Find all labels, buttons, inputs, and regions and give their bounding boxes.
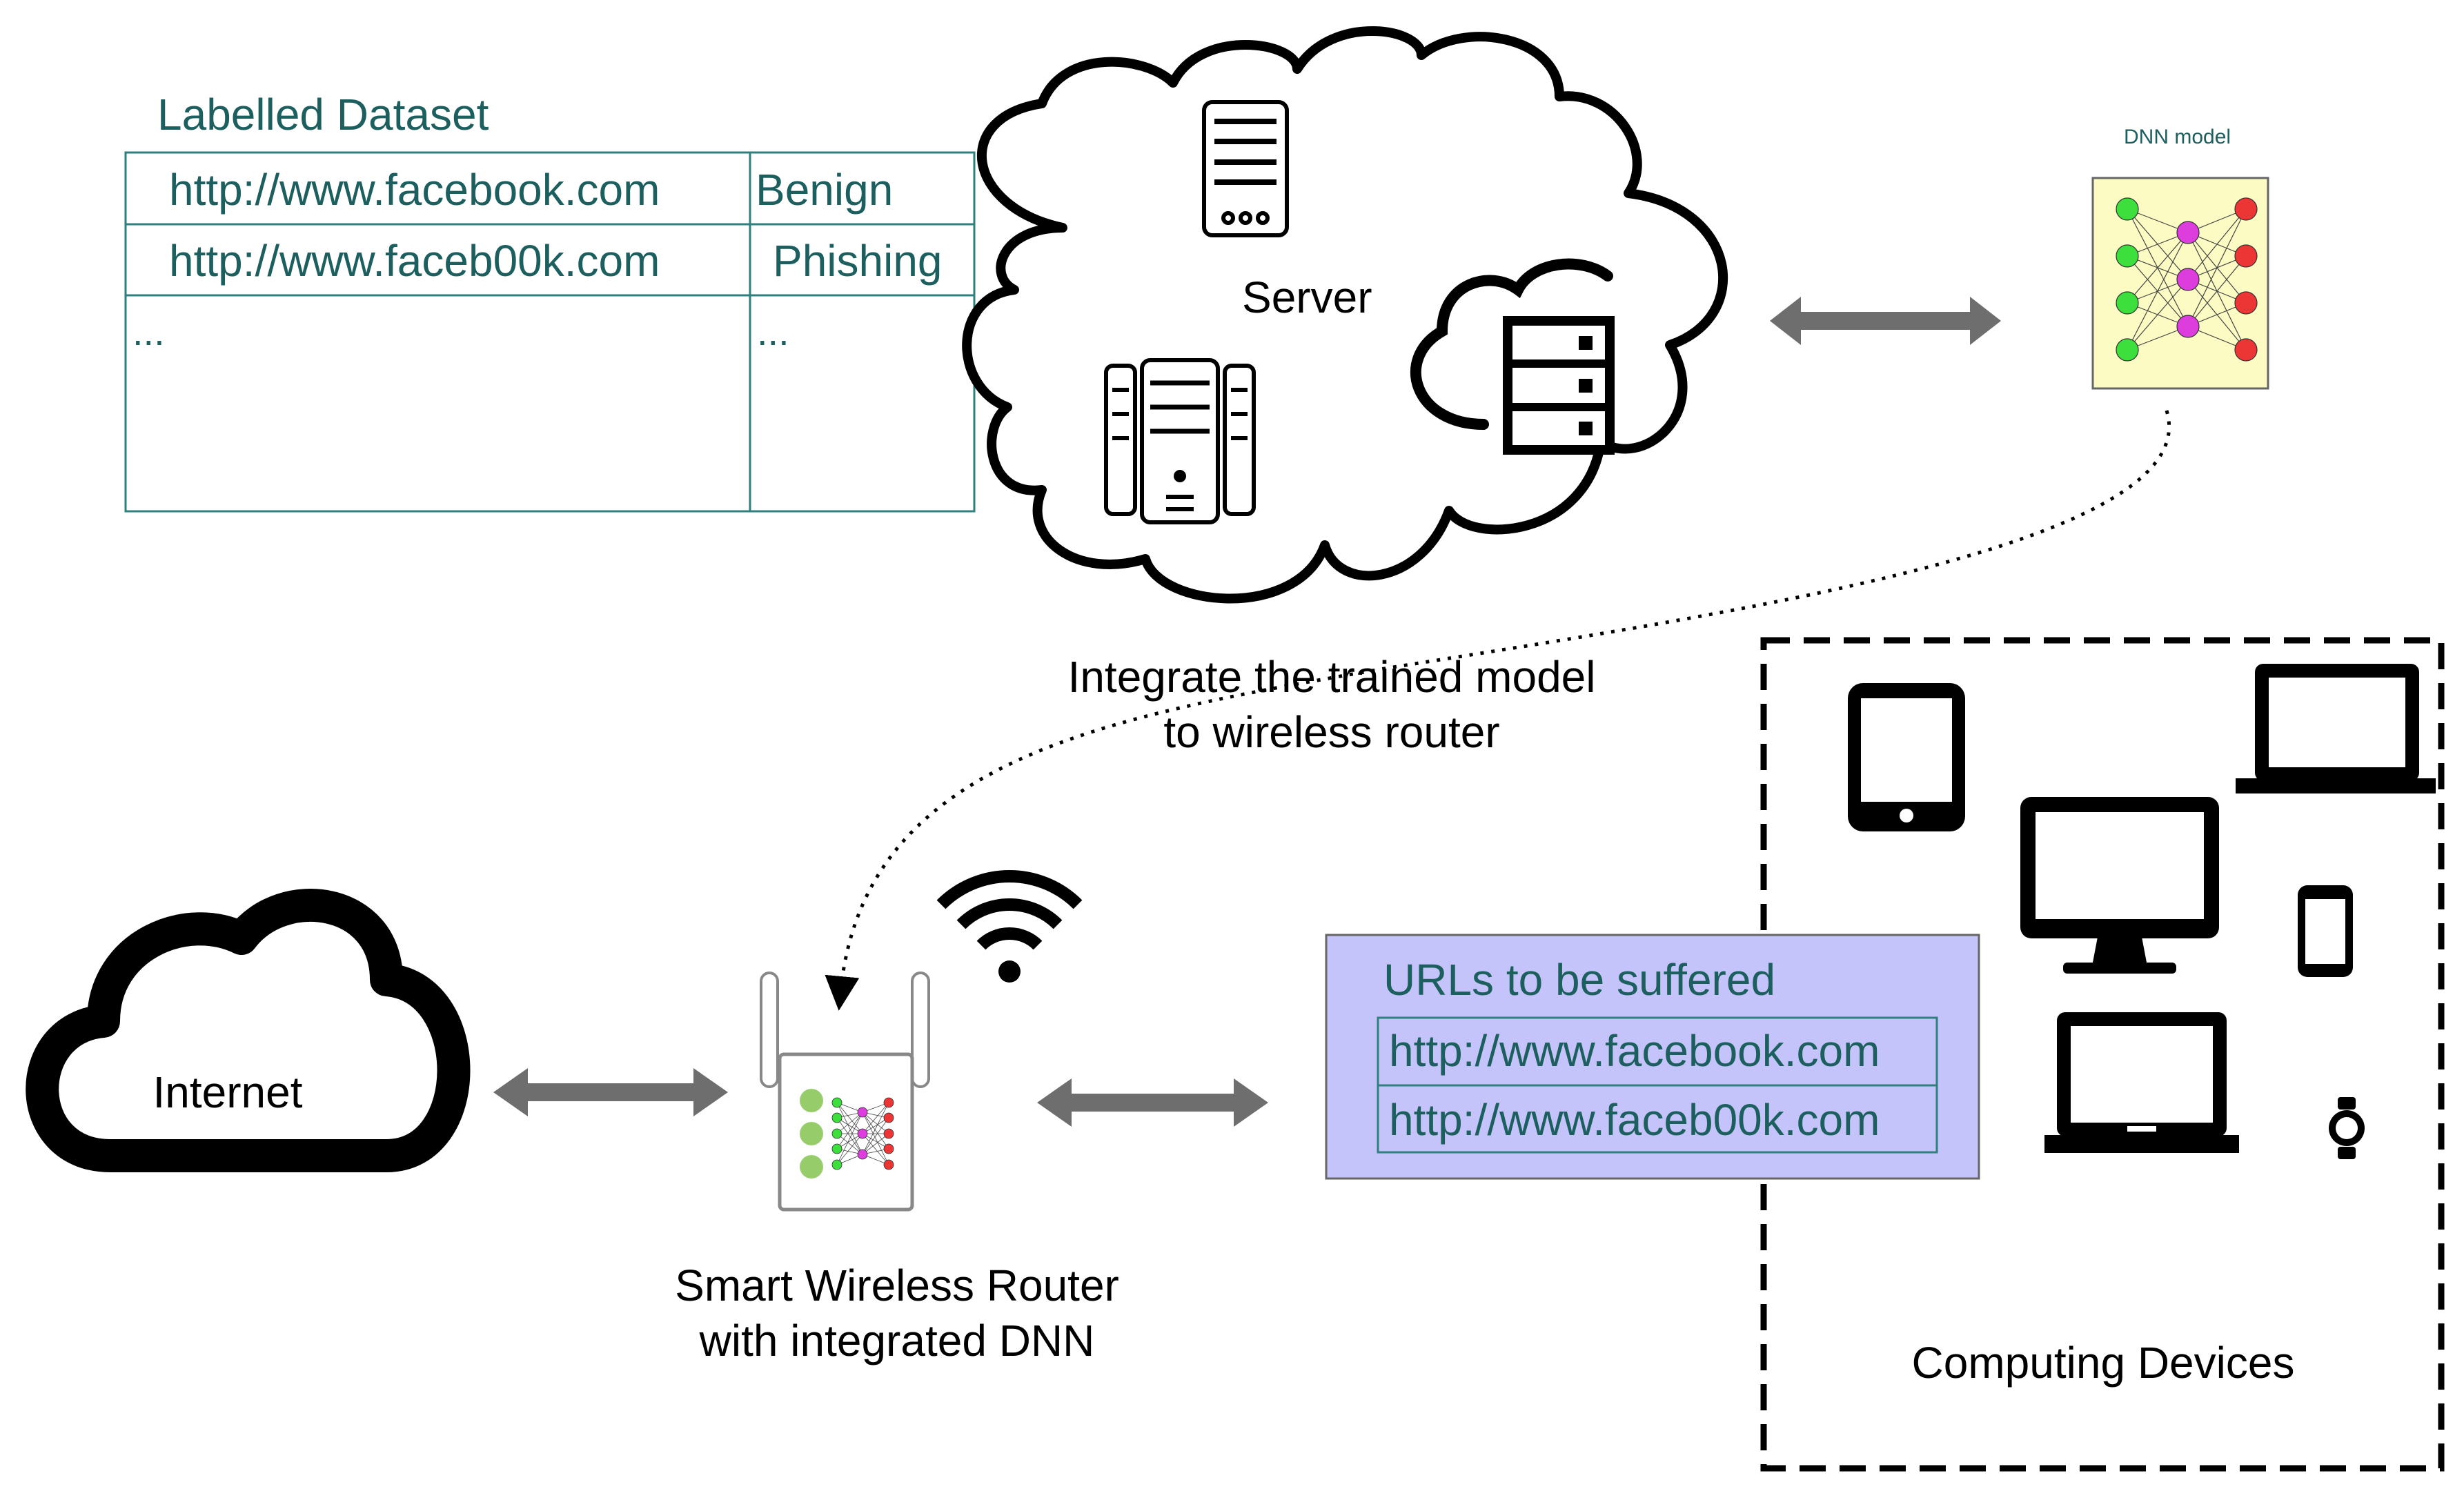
network-node	[2176, 221, 2200, 244]
server-rack-icon	[1104, 358, 1256, 524]
router-antenna-left	[760, 972, 779, 1088]
dataset-row-1-url: http://www.facebook.com	[169, 165, 660, 215]
network-edge	[2127, 279, 2189, 351]
laptop-icon	[2236, 664, 2436, 793]
internet-label: Internet	[152, 1067, 302, 1117]
network-node	[883, 1112, 894, 1123]
network-node	[831, 1128, 842, 1139]
smartwatch-icon	[2329, 1097, 2365, 1159]
router-label-line-1: Smart Wireless Router	[675, 1261, 1119, 1310]
network-edge	[862, 1133, 889, 1155]
network-edge	[862, 1112, 889, 1134]
laptop-icon	[2044, 1012, 2239, 1153]
network-node	[2234, 338, 2258, 362]
tablet-icon	[1848, 683, 1965, 831]
router-dnn-icon	[831, 1097, 894, 1170]
network-edge	[836, 1112, 863, 1134]
labelled-dataset: Labelled Dataset http://www.facebook.com…	[124, 90, 976, 513]
network-node	[883, 1159, 894, 1170]
internet-cloud: Internet	[26, 889, 471, 1172]
network-edge	[836, 1112, 863, 1150]
smartphone-icon	[2298, 885, 2353, 977]
network-node	[831, 1112, 842, 1123]
router-label-line-2: with integrated DNN	[699, 1316, 1095, 1365]
network-node	[2116, 291, 2139, 315]
url-item-1: http://www.facebook.com	[1389, 1026, 1880, 1076]
computing-devices-label: Computing Devices	[1912, 1338, 2295, 1388]
dataset-title: Labelled Dataset	[157, 90, 489, 139]
network-node	[2234, 244, 2258, 268]
network-edge	[862, 1102, 889, 1155]
dataset-row-3-url: ...	[132, 310, 165, 353]
network-edge	[2127, 232, 2189, 304]
network-edge	[862, 1133, 889, 1165]
smart-router	[760, 972, 930, 1212]
dataset-row-2-label: Phishing	[773, 236, 943, 286]
network-edge	[836, 1133, 863, 1155]
network-edge	[2127, 232, 2189, 351]
network-node	[2176, 315, 2200, 338]
network-edge	[836, 1112, 863, 1165]
server-label: Server	[1242, 273, 1372, 322]
dnn-network-icon	[2116, 197, 2258, 362]
network-edge	[862, 1112, 889, 1150]
network-node	[2234, 197, 2258, 221]
integrate-label-line-1: Integrate the trained model	[1068, 652, 1596, 702]
network-node	[2176, 268, 2200, 291]
dnn-model-label: DNN model	[2124, 126, 2231, 148]
network-node	[857, 1128, 868, 1139]
network-node	[831, 1143, 842, 1154]
network-edge	[836, 1102, 863, 1134]
router-urls-arrow	[1037, 1078, 1268, 1127]
network-node	[2116, 244, 2139, 268]
network-edge	[836, 1117, 863, 1155]
router-label: Smart Wireless Router with integrated DN…	[675, 1261, 1119, 1365]
network-node	[883, 1128, 894, 1139]
dnn-model-panel: DNN model	[2091, 126, 2269, 390]
network-node	[883, 1097, 894, 1108]
desktop-monitor-icon	[2020, 797, 2219, 974]
network-edge	[862, 1102, 889, 1134]
network-edge	[2187, 208, 2247, 327]
cloud-server-icon	[1410, 258, 1615, 455]
network-node	[883, 1143, 894, 1154]
network-node	[2116, 197, 2139, 221]
dataset-row-1-label: Benign	[756, 165, 893, 215]
server-cloud: Server	[962, 26, 1728, 604]
url-item-2: http://www.faceb00k.com	[1389, 1095, 1880, 1145]
network-node	[2116, 338, 2139, 362]
network-node	[2234, 291, 2258, 315]
router-antenna-right	[911, 972, 930, 1088]
urls-title: URLs to be suffered	[1383, 955, 1775, 1005]
internet-router-arrow	[493, 1068, 728, 1116]
computing-devices-box	[1760, 637, 2445, 1472]
wifi-icon	[936, 870, 1083, 983]
network-edge	[836, 1133, 863, 1165]
network-edge	[2187, 208, 2247, 280]
integrate-label: Integrate the trained model to wireless …	[1068, 652, 1596, 757]
network-node	[831, 1159, 842, 1170]
network-node	[857, 1149, 868, 1160]
network-node	[831, 1097, 842, 1108]
dataset-row-2-url: http://www.faceb00k.com	[169, 236, 660, 286]
integrate-label-line-2: to wireless router	[1163, 707, 1499, 757]
network-edge	[862, 1117, 889, 1155]
network-edge	[2187, 255, 2247, 327]
dataset-row-3-label: ...	[757, 310, 789, 353]
network-node	[857, 1107, 868, 1118]
urls-panel: URLs to be suffered http://www.facebook.…	[1325, 934, 1980, 1180]
network-edge	[862, 1117, 889, 1134]
server-tower-icon	[1202, 100, 1289, 237]
network-edge	[862, 1112, 889, 1165]
network-edge	[836, 1102, 863, 1155]
server-dnn-arrow	[1770, 297, 2001, 345]
